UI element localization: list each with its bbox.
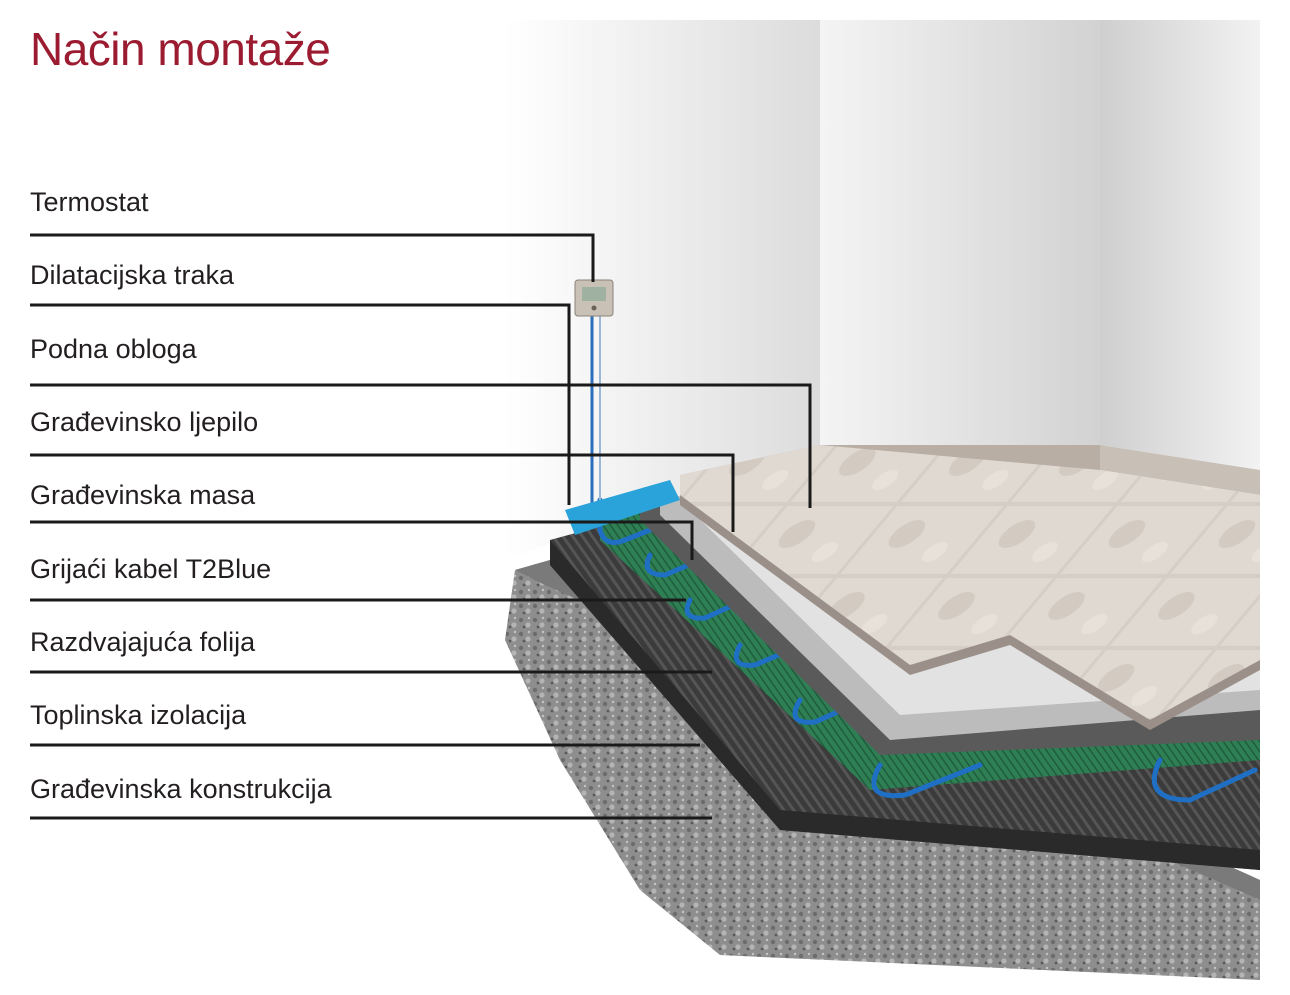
right-wall	[1100, 20, 1260, 470]
page-title: Način montaže	[30, 23, 331, 75]
label-grijaci-kabel: Grijaći kabel T2Blue	[30, 554, 272, 584]
label-termostat: Termostat	[30, 187, 149, 217]
floor-tiles	[680, 445, 1260, 720]
heating-cable	[597, 497, 1258, 803]
label-podna-obloga: Podna obloga	[30, 334, 197, 364]
label-gradjevinsko-ljepilo: Građevinsko ljepilo	[30, 407, 259, 437]
label-toplinska-izolacija: Toplinska izolacija	[30, 700, 247, 730]
label-dilatacijska-traka: Dilatacijska traka	[30, 260, 235, 290]
thermostat-device	[574, 279, 614, 317]
corner-pillar	[820, 20, 1100, 445]
leader-lines	[30, 233, 812, 820]
label-gradjevinska-masa: Građevinska masa	[30, 480, 256, 510]
label-gradjevinska-konstrukcija: Građevinska konstrukcija	[30, 774, 332, 804]
left-wall	[505, 20, 820, 560]
label-razdvajajuca-folija: Razdvajajuća folija	[30, 627, 256, 657]
